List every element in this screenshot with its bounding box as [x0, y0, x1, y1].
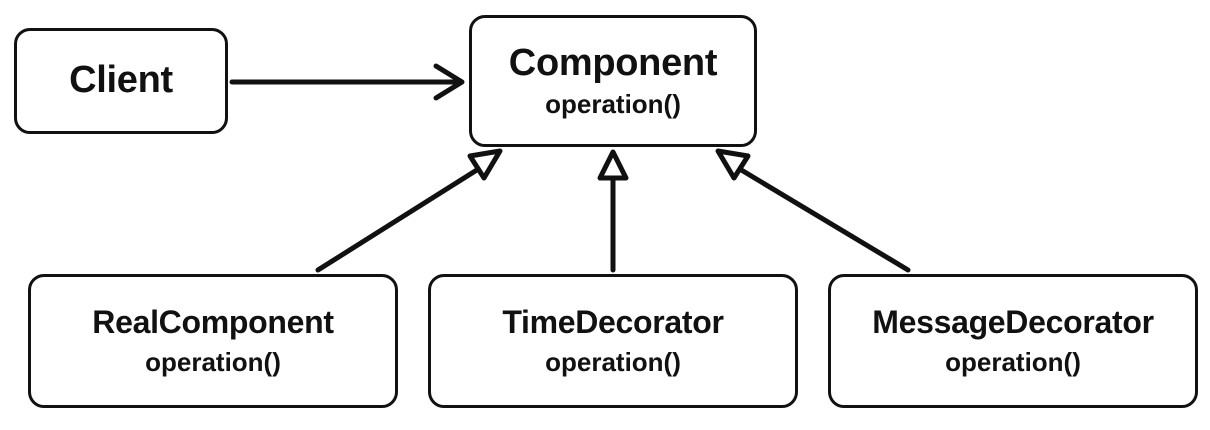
component-method: operation(): [545, 89, 681, 120]
message-decorator-node: MessageDecorator operation(): [828, 274, 1198, 408]
time-decorator-method: operation(): [545, 346, 681, 377]
real-component-node: RealComponent operation(): [28, 274, 398, 408]
arrowhead-open-component: [433, 63, 465, 101]
arrowhead-hollow-messagedecorator: [715, 148, 751, 181]
arrowhead-hollow-realcomponent: [467, 148, 503, 181]
component-title: Component: [508, 41, 718, 84]
edge-realcomponent-to-component: [315, 165, 483, 273]
time-decorator-title: TimeDecorator: [502, 304, 724, 340]
real-component-title: RealComponent: [92, 304, 334, 340]
message-decorator-title: MessageDecorator: [872, 304, 1154, 340]
arrowhead-hollow-timedecorator: [597, 149, 629, 181]
client-node: Client: [14, 28, 228, 134]
edge-messagedecorator-to-component: [735, 165, 911, 273]
client-title: Client: [69, 59, 173, 102]
component-node: Component operation(): [469, 15, 757, 147]
real-component-method: operation(): [145, 346, 281, 377]
message-decorator-method: operation(): [945, 346, 1081, 377]
time-decorator-node: TimeDecorator operation(): [428, 274, 798, 408]
